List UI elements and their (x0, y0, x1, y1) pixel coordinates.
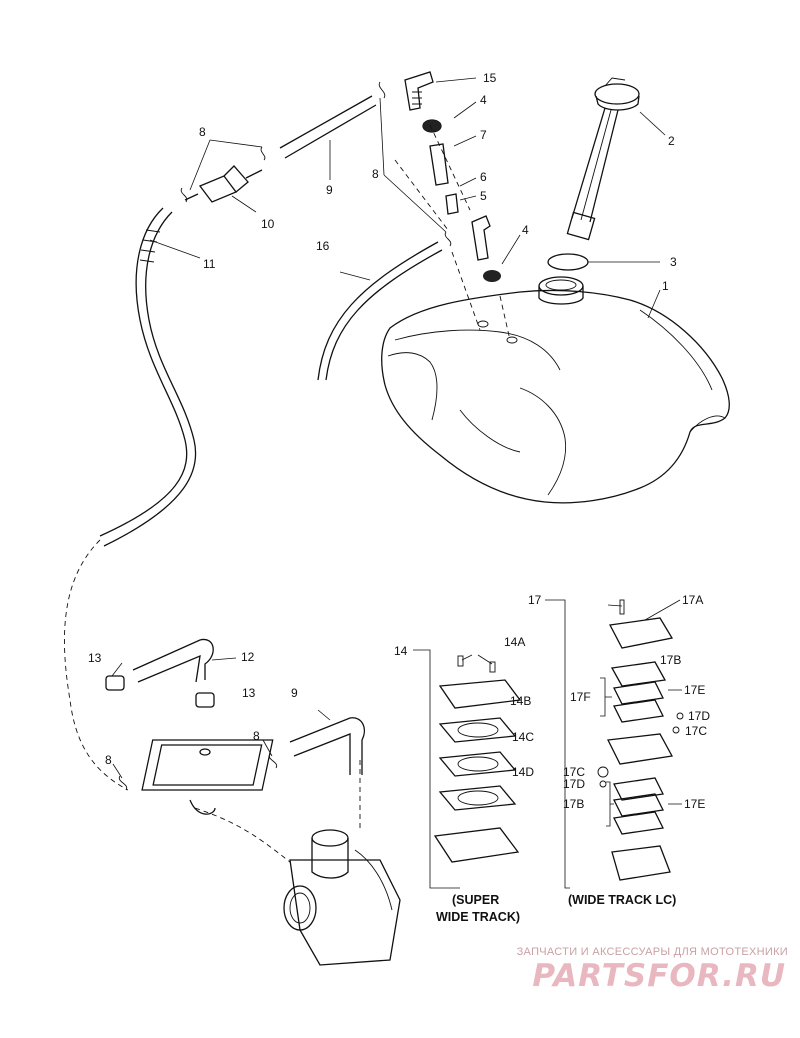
label-15: 15 (483, 71, 497, 85)
label-8-mid: 8 (372, 167, 379, 181)
label-13-mid: 13 (242, 686, 256, 700)
label-1: 1 (662, 279, 669, 293)
label-14c: 14C (512, 730, 534, 744)
watermark-tagline: ЗАПЧАСТИ И АКСЕССУАРЫ ДЛЯ МОТОТЕХНИКИ (516, 946, 788, 958)
label-13-left: 13 (88, 651, 102, 665)
gasket-ring (547, 253, 589, 271)
fuel-filter (184, 165, 263, 203)
label-12: 12 (241, 650, 255, 664)
watermark-logo: PARTSFOR.RU (532, 958, 786, 994)
label-17e-bottom: 17E (684, 797, 705, 811)
callout-labels: 1 2 3 4 4 5 6 7 8 8 8 8 9 9 10 11 12 13 … (88, 71, 710, 811)
label-17e-top: 17E (684, 683, 705, 697)
label-4-bottom: 4 (522, 223, 529, 237)
label-9-top: 9 (326, 183, 333, 197)
label-17d-left: 17D (563, 777, 585, 791)
vent-fittings (404, 71, 501, 282)
label-10: 10 (261, 217, 275, 231)
label-7: 7 (480, 128, 487, 142)
fuel-pump (141, 739, 274, 815)
label-4-top: 4 (480, 93, 487, 107)
label-5: 5 (480, 189, 487, 203)
label-17: 17 (528, 593, 542, 607)
label-17d-right: 17D (688, 709, 710, 723)
carburetor (283, 829, 401, 966)
label-17a: 17A (682, 593, 703, 607)
label-6: 6 (480, 170, 487, 184)
label-14d: 14D (512, 765, 534, 779)
pump-kit-17 (545, 599, 684, 889)
label-17c-right: 17C (685, 724, 707, 738)
leader-lines (111, 77, 682, 827)
caption-super-line2: WIDE TRACK) (436, 910, 520, 924)
hoses (99, 95, 443, 547)
label-8-left: 8 (199, 125, 206, 139)
fuel-tank (381, 276, 730, 504)
label-17b-bottom: 17B (563, 797, 584, 811)
label-3: 3 (670, 255, 677, 269)
label-17f: 17F (570, 690, 591, 704)
lower-hoses (105, 638, 365, 775)
label-17c-left: 17C (563, 765, 585, 779)
variant-captions: (SUPER WIDE TRACK) (WIDE TRACK LC) (436, 893, 676, 924)
pump-kit-14 (413, 649, 522, 889)
label-9-lower: 9 (291, 686, 298, 700)
label-14: 14 (394, 644, 408, 658)
label-14a: 14A (504, 635, 525, 649)
label-16: 16 (316, 239, 330, 253)
caption-super-line1: (SUPER (452, 893, 499, 907)
label-8-pump: 8 (253, 729, 260, 743)
label-14b: 14B (510, 694, 531, 708)
clips (118, 81, 452, 791)
label-17b-top: 17B (660, 653, 681, 667)
caption-wide-track-lc: (WIDE TRACK LC) (568, 893, 676, 907)
label-2: 2 (668, 134, 675, 148)
label-8-lower: 8 (105, 753, 112, 767)
fuel-gauge (566, 77, 640, 241)
label-11: 11 (203, 257, 216, 271)
